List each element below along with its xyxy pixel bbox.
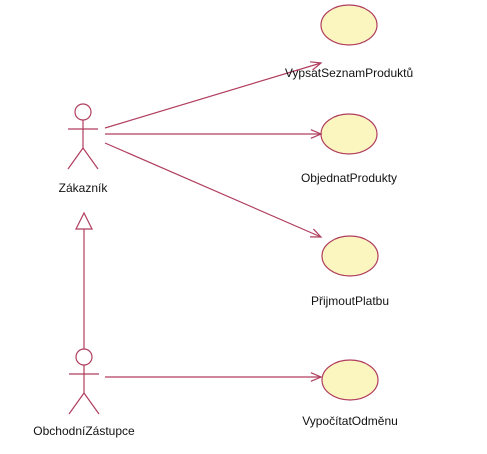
use-case-objednat bbox=[320, 113, 378, 155]
arrowhead-objednat bbox=[310, 129, 323, 139]
arrowhead-vypocitat bbox=[310, 372, 323, 382]
actor-label-zakaznik: Zákazník bbox=[58, 181, 108, 195]
use-case-label-vypsat: VypsatSeznamProduktů bbox=[284, 66, 414, 80]
actor-obchodni_zastupce bbox=[68, 348, 100, 415]
generalization-triangle bbox=[75, 211, 93, 230]
association-zakaznik-vypsat bbox=[104, 62, 322, 129]
actor-zakaznik bbox=[67, 103, 99, 170]
use-case-label-objednat: ObjednatProdukty bbox=[300, 171, 398, 185]
association-zakaznik-prijmout bbox=[104, 142, 322, 238]
use-case-vypsat bbox=[320, 4, 378, 46]
use-case-vypocitat bbox=[321, 359, 379, 401]
actor-label-obchodni_zastupce: ObchodníZástupce bbox=[33, 424, 135, 438]
use-case-label-vypocitat: VypočítatOdměnu bbox=[302, 414, 398, 428]
use-case-prijmout bbox=[321, 235, 379, 277]
arrowhead-vypsat bbox=[309, 61, 323, 71]
arrowhead-prijmout bbox=[309, 228, 323, 238]
use-case-label-prijmout: PřijmoutPlatbu bbox=[310, 294, 390, 308]
